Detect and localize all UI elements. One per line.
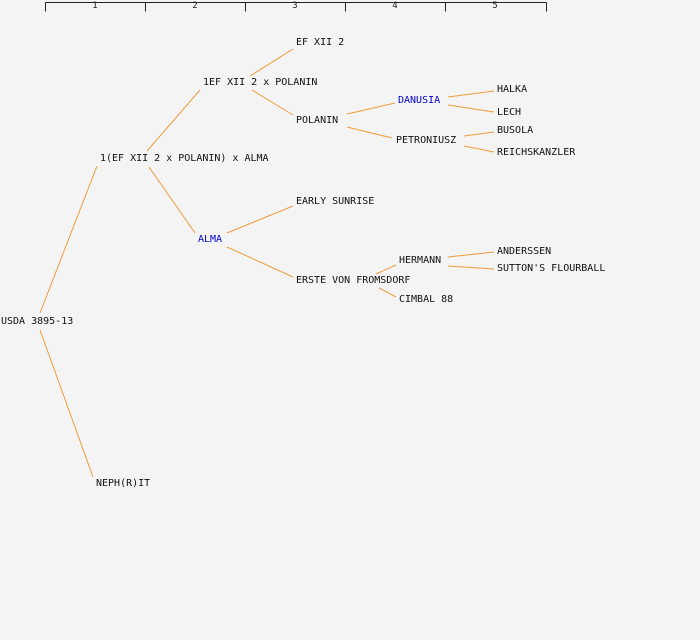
- generation-label-2: 2: [192, 1, 198, 11]
- edge-danusia-to-halka: [447, 90, 495, 98]
- edge-alma-to-early-sunrise: [226, 205, 294, 234]
- generation-label-3: 3: [292, 1, 298, 11]
- edge-alma-to-erste: [226, 246, 294, 278]
- node-nephrit: NEPH(R)IT: [96, 478, 151, 489]
- generation-label-4: 4: [392, 1, 398, 11]
- node-ef-polanin-x-alma: 1(EF XII 2 x POLANIN) x ALMA: [100, 153, 269, 164]
- edge-cross1-to-alma: [148, 166, 196, 234]
- edge-cross2-to-efxii2: [249, 48, 294, 77]
- edge-hermann-to-anderssen: [447, 251, 495, 258]
- node-busola: BUSOLA: [497, 125, 534, 136]
- node-polanin: POLANIN: [296, 115, 339, 126]
- node-suttons-flourball: SUTTON'S FLOURBALL: [497, 263, 606, 274]
- generation-label-5: 5: [492, 1, 498, 11]
- edge-petroniusz-to-busola: [463, 131, 495, 137]
- edge-hermann-to-suttons: [447, 265, 495, 270]
- edge-petroniusz-to-reichskanzler: [463, 145, 495, 153]
- node-lech: LECH: [497, 107, 522, 118]
- node-alma[interactable]: ALMA: [198, 234, 223, 245]
- edge-cross1-to-cross2: [146, 89, 201, 152]
- node-petroniusz: PETRONIUSZ: [396, 135, 457, 146]
- edge-cross2-to-polanin: [251, 89, 294, 116]
- node-cimbal-88: CIMBAL 88: [399, 294, 454, 305]
- node-halka: HALKA: [497, 84, 528, 95]
- edge-erste-to-hermann: [375, 264, 397, 275]
- edge-polanin-to-danusia: [346, 102, 396, 115]
- generation-label-1: 1: [92, 1, 98, 11]
- node-early-sunrise: EARLY SUNRISE: [296, 196, 375, 207]
- node-erste-von-fromsdorf: ERSTE VON FROMSDORF: [296, 275, 411, 286]
- node-ef-xii-2-x-polanin: 1EF XII 2 x POLANIN: [203, 77, 318, 88]
- edge-erste-to-cimbal: [378, 287, 397, 298]
- node-danusia[interactable]: DANUSIA: [398, 95, 441, 106]
- node-reichskanzler: REICHSKANZLER: [497, 147, 576, 158]
- edge-usda-to-cross1: [39, 165, 98, 314]
- node-usda-3895-13: USDA 3895-13: [1, 316, 74, 327]
- node-anderssen: ANDERSSEN: [497, 246, 552, 257]
- node-ef-xii-2: EF XII 2: [296, 37, 345, 48]
- edge-danusia-to-lech: [447, 104, 495, 113]
- edge-polanin-to-petroniusz: [346, 126, 393, 139]
- node-hermann: HERMANN: [399, 255, 442, 266]
- edge-usda-to-nephrit: [39, 329, 94, 478]
